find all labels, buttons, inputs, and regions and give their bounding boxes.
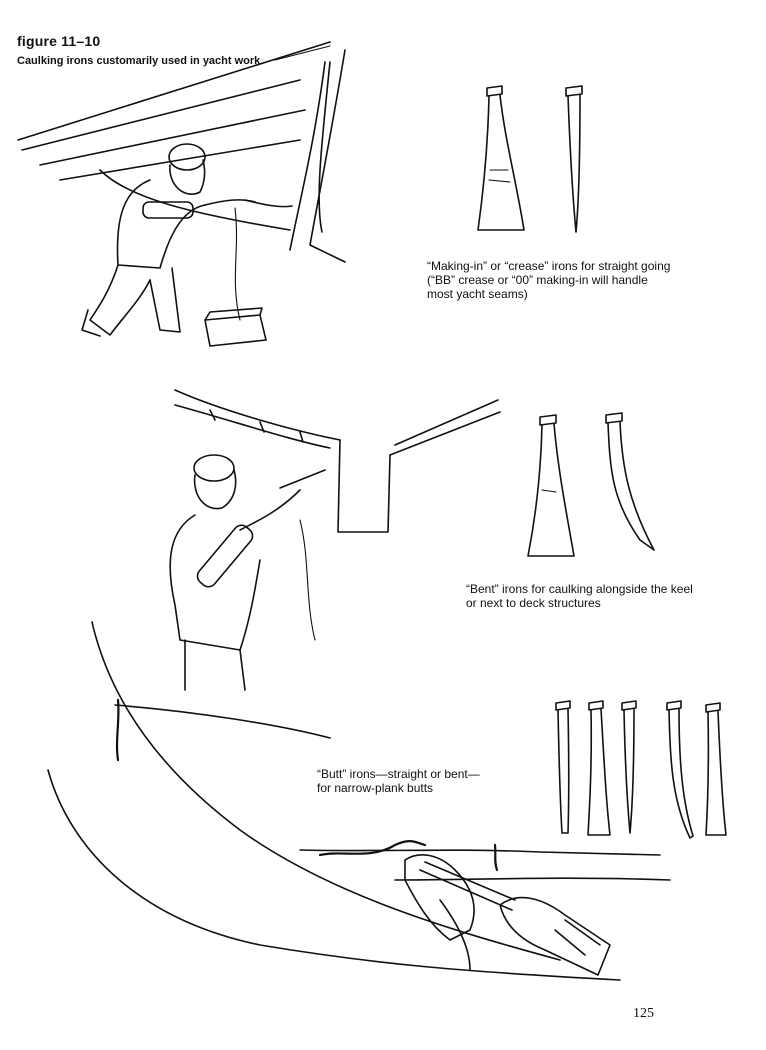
bent-iron-curved-drawing [605, 412, 655, 551]
making-in-note: “Making-in” or “crease” irons for straig… [427, 259, 670, 301]
butt-note-line-1: “Butt” irons—straight or bent— [317, 767, 480, 781]
crease-iron-drawing [565, 85, 583, 233]
making-in-note-line-3: most yacht seams) [427, 287, 528, 301]
kneeling-worker-drawing [81, 143, 293, 347]
butt-note-line-2: for narrow-plank butts [317, 781, 434, 795]
upper-hull-edge-drawing [274, 45, 331, 61]
bent-iron-straight-drawing [527, 414, 575, 557]
page-number: 125 [633, 1006, 654, 1021]
bent-note-line-1: “Bent” irons for caulking alongside the … [466, 582, 693, 596]
hull-planking-drawing [47, 621, 671, 981]
standing-worker-drawing [169, 454, 326, 691]
bent-note-line-2: or next to deck structures [466, 596, 601, 610]
making-in-iron-drawing [477, 85, 525, 231]
figure-label: figure 11–10 [17, 33, 101, 49]
making-in-note-line-2: (“BB” crease or “00” making-in will hand… [427, 273, 648, 287]
figure-caption: Caulking irons customarily used in yacht… [17, 55, 261, 67]
butt-note: “Butt” irons—straight or bent— for narro… [317, 767, 480, 795]
bent-note: “Bent” irons for caulking alongside the … [466, 582, 693, 610]
hull-bow-drawing [17, 41, 346, 263]
hands-mallet-drawing [404, 854, 611, 976]
making-in-note-line-1: “Making-in” or “crease” irons for straig… [427, 259, 671, 273]
butt-irons-drawing [555, 700, 727, 839]
keel-structure-drawing [174, 389, 501, 533]
